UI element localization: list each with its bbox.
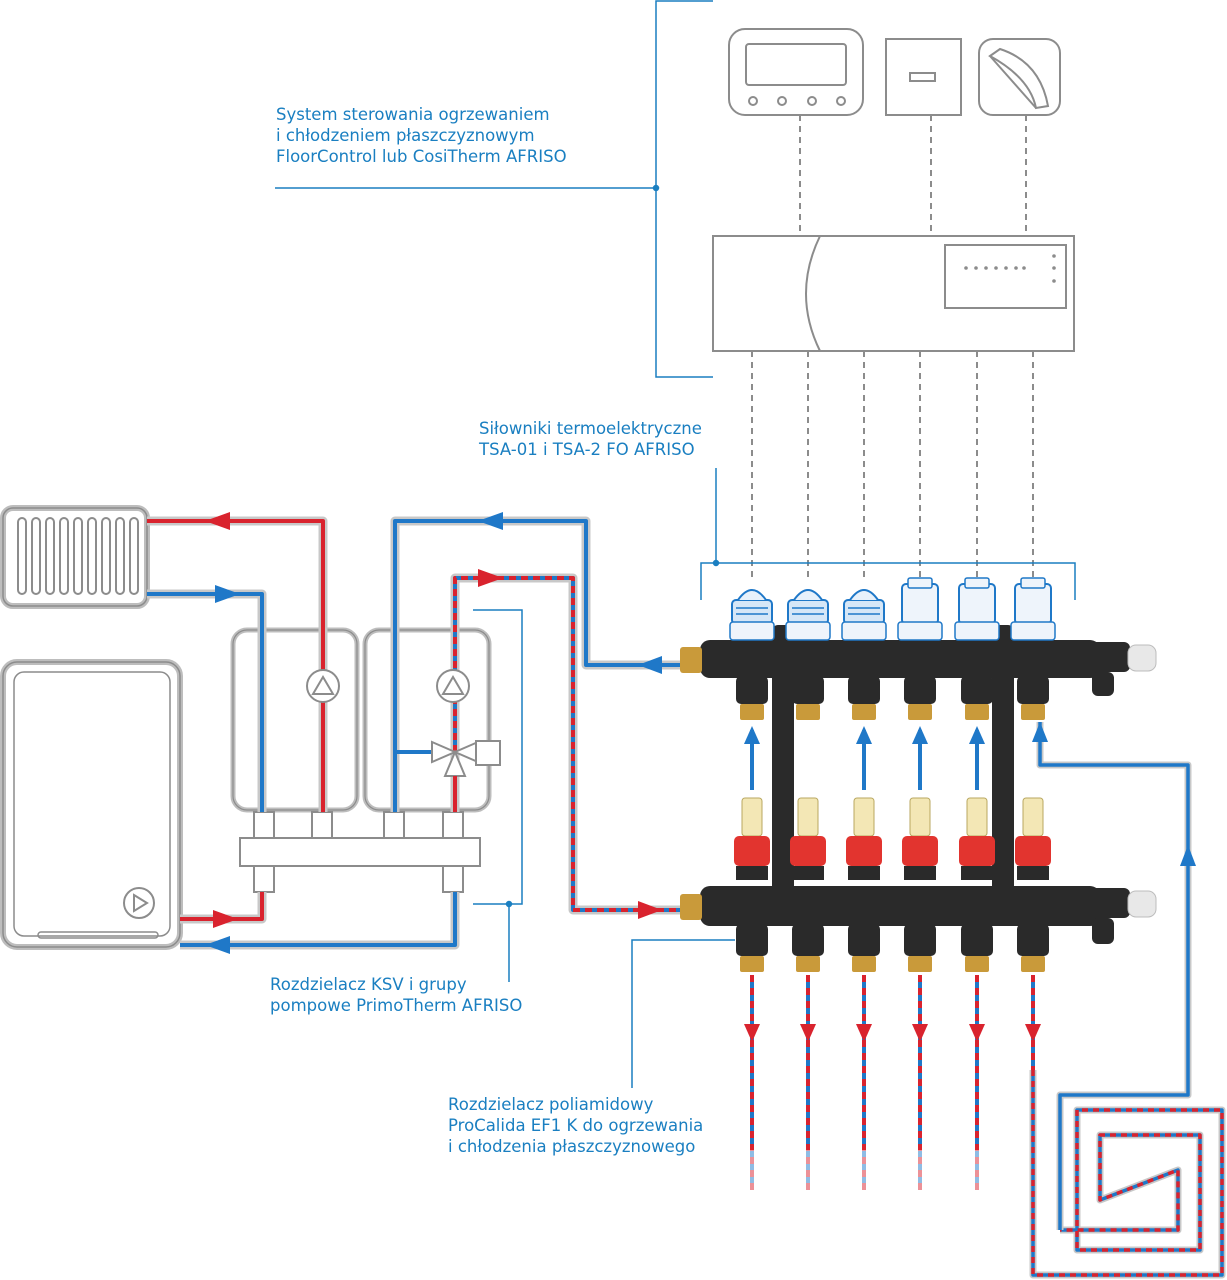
return-pipes [147,519,680,947]
circuit-fade [735,1150,1055,1200]
room-controller-display [728,28,864,116]
control-system-line-3: FloorControl lub CosiTherm AFRISO [276,147,567,166]
actuators-line-2: TSA-01 i TSA-2 FO AFRISO [479,440,695,459]
actuator-3 [841,589,887,641]
flow-arrows [205,512,662,954]
control-system-line-1: System sterowania ogrzewaniem [276,105,550,124]
manifold-supply-bar [680,886,1157,944]
manifold-label: Rozdzielacz poliamidowy ProCalida EF1 K … [448,1094,703,1157]
manifold-line-1: Rozdzielacz poliamidowy [448,1095,654,1114]
manifold-line-3: i chłodzenia płaszczyznowego [448,1137,696,1156]
return-outlets [736,676,1049,720]
heating-circuit-arrows [744,1024,1041,1042]
manifold-line-2: ProCalida EF1 K do ogrzewania [448,1116,704,1135]
control-unit [712,235,1075,352]
pump-groups-line-2: pompowe PrimoTherm AFRISO [270,996,523,1015]
flow-meters [734,797,1051,880]
manifold-leader [631,939,735,1088]
return-pipes-halo [147,516,680,950]
actuator-wiring [751,351,1034,582]
mixing-valve [431,740,501,777]
control-unit-leds [964,254,1056,283]
pump-groups-line-1: Rozdzielacz KSV i grupy [270,975,467,994]
supply-outlets [736,924,1049,972]
actuators-line-1: Siłowniki termoelektryczne [479,419,702,438]
floor-loop-arrows [1032,722,1196,866]
actuator-1 [729,589,775,641]
room-controller-dial [978,38,1061,116]
controller-wiring [799,115,1027,236]
manifold-return-bar [680,640,1157,696]
pump-groups-label: Rozdzielacz KSV i grupy pompowe PrimoThe… [270,974,522,1016]
room-controller-basic [885,38,962,116]
mixed-supply-pipe [450,573,680,915]
pump-groups-leader [473,609,523,982]
actuator-6 [1010,577,1056,641]
ksv-distributor [239,811,481,893]
actuator-5 [954,577,1000,641]
return-flow-arrows [744,726,985,790]
floor-loop [1029,722,1226,1279]
control-system-label: System sterowania ogrzewaniem i chłodzen… [276,104,567,167]
boiler [0,659,183,950]
control-system-leader [275,0,713,378]
actuator-4 [897,577,943,641]
actuators-leader [700,468,1076,600]
pump-group-housings [230,627,492,813]
actuators [729,577,1056,641]
control-system-line-2: i chłodzeniem płaszczyznowym [276,126,535,145]
manifold-supports [772,625,1014,915]
radiator [0,505,150,609]
actuator-2 [785,589,831,641]
actuators-label: Siłowniki termoelektryczne TSA-01 i TSA-… [479,418,702,460]
pump-heating [306,669,340,703]
pump-mixed [436,669,470,703]
